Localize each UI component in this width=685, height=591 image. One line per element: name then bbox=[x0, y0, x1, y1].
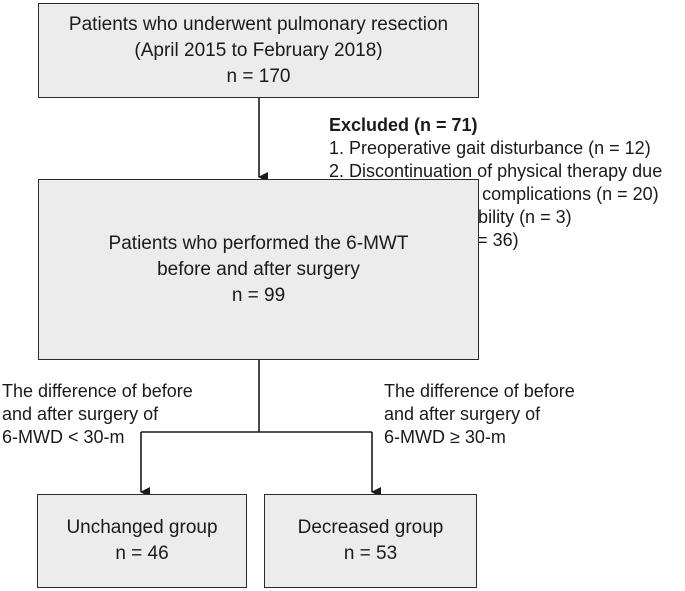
criterion-right-line1: The difference of before bbox=[384, 381, 575, 401]
box-top-line2: (April 2015 to February 2018) bbox=[134, 39, 383, 61]
criterion-left-line2: and after surgery of bbox=[2, 404, 159, 424]
box-top-count: n = 170 bbox=[226, 65, 291, 87]
box-unchanged-group: Unchanged group n = 46 bbox=[37, 494, 247, 588]
box-unchanged-label: Unchanged group bbox=[66, 517, 218, 538]
criterion-left-line3: 6-MWD < 30-m bbox=[2, 427, 125, 447]
excluded-title: Excluded (n = 71) bbox=[329, 115, 478, 135]
box-decreased-count: n = 53 bbox=[343, 543, 398, 564]
criterion-left: The difference of before and after surge… bbox=[2, 380, 193, 449]
excluded-item-1: 1. Preoperative gait disturbance (n = 12… bbox=[329, 138, 651, 158]
box-decreased-label: Decreased group bbox=[297, 517, 444, 538]
box-6mwt-performed: Patients who performed the 6-MWT before … bbox=[38, 179, 479, 360]
box-middle-line2: before and after surgery bbox=[157, 258, 360, 280]
excluded-item-2: 2. Discontinuation of physical therapy d… bbox=[329, 161, 663, 181]
box-decreased-group: Decreased group n = 53 bbox=[264, 494, 477, 588]
criterion-left-line1: The difference of before bbox=[2, 381, 193, 401]
box-unchanged-count: n = 46 bbox=[115, 543, 169, 564]
box-middle-count: n = 99 bbox=[231, 284, 286, 306]
box-middle-line1: Patients who performed the 6-MWT bbox=[108, 232, 409, 254]
criterion-right-line3: 6-MWD ≥ 30-m bbox=[384, 427, 506, 447]
box-pulmonary-resection: Patients who underwent pulmonary resecti… bbox=[38, 3, 479, 98]
criterion-right-line2: and after surgery of bbox=[384, 404, 541, 424]
criterion-right: The difference of before and after surge… bbox=[384, 380, 575, 449]
box-top-line1: Patients who underwent pulmonary resecti… bbox=[68, 13, 449, 35]
